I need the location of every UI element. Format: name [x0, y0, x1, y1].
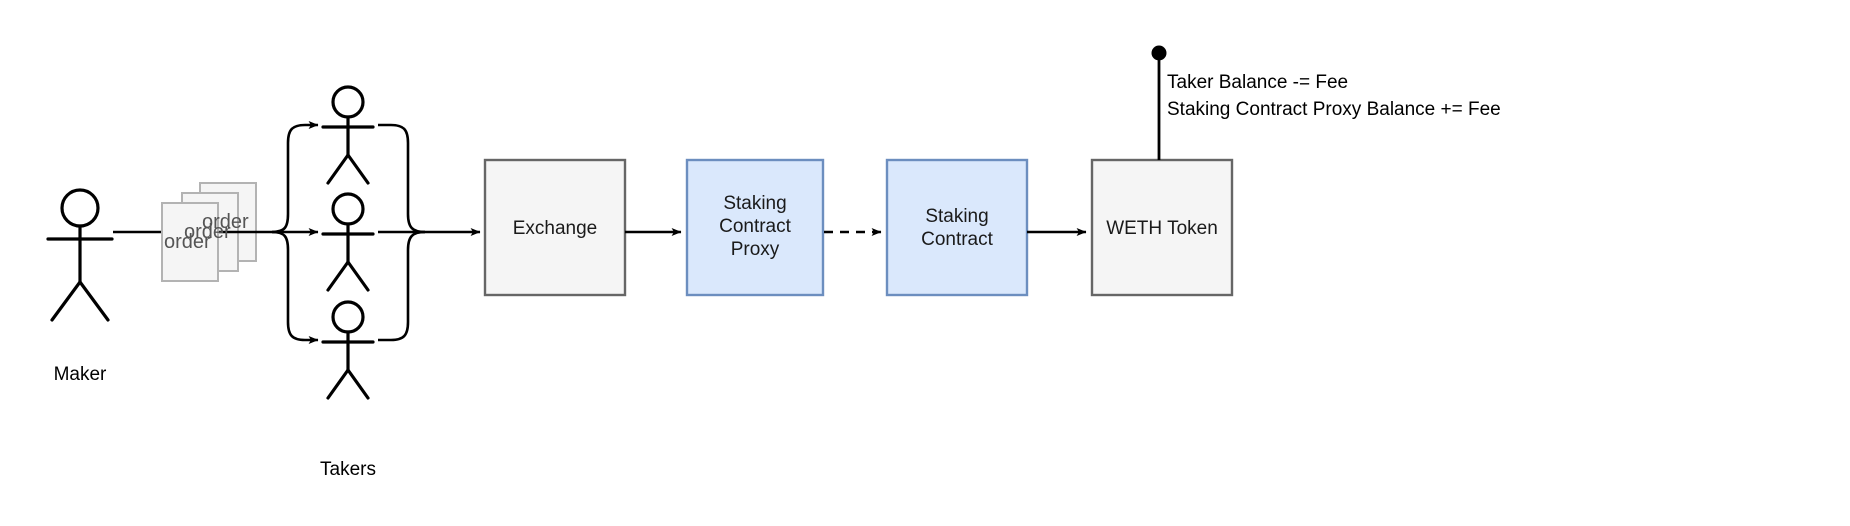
node-exchange[interactable]: [483, 158, 627, 297]
taker-1-head: [331, 85, 365, 119]
fee-annotation-text: Taker Balance -= Fee Staking Contract Pr…: [1167, 72, 1501, 120]
taker-1-leg-right: [346, 153, 370, 185]
taker-2-head: [331, 192, 365, 226]
order-card-front: [161, 202, 219, 282]
taker-3-head: [331, 300, 365, 334]
edge-group-takers-to-exchange: [378, 123, 481, 342]
edge-group-orders-to-takers: [271, 121, 319, 344]
edge-weth-to-annotation: [1151, 45, 1167, 160]
edge-to-taker-3: [271, 230, 319, 344]
taker-2-leg-left: [326, 260, 350, 292]
taker-3-leg-left: [326, 368, 350, 400]
edge-taker-3-out: [378, 230, 426, 342]
taker-1-leg-left: [326, 153, 350, 185]
maker-leg-right: [78, 280, 110, 322]
taker-3-figure: [321, 300, 375, 400]
taker-1-figure: [321, 85, 375, 185]
edge-to-taker-1: [271, 121, 319, 234]
annotation-endpoint-dot: [1151, 45, 1167, 61]
node-staking-contract[interactable]: [885, 158, 1029, 297]
order-card-front-label: order: [164, 231, 211, 253]
taker-2-leg-right: [346, 260, 370, 292]
maker-head: [60, 188, 100, 228]
order-card-middle-label: order: [184, 221, 231, 243]
edge-taker-1-out: [378, 123, 426, 234]
taker-3-leg-right: [346, 368, 370, 400]
node-weth-token[interactable]: [1090, 158, 1234, 297]
taker-2-figure: [321, 192, 375, 292]
maker-leg-left: [50, 280, 82, 322]
maker-figure: [46, 188, 114, 322]
node-staking-contract-proxy[interactable]: [685, 158, 825, 297]
order-card-back-label: order: [202, 211, 249, 233]
